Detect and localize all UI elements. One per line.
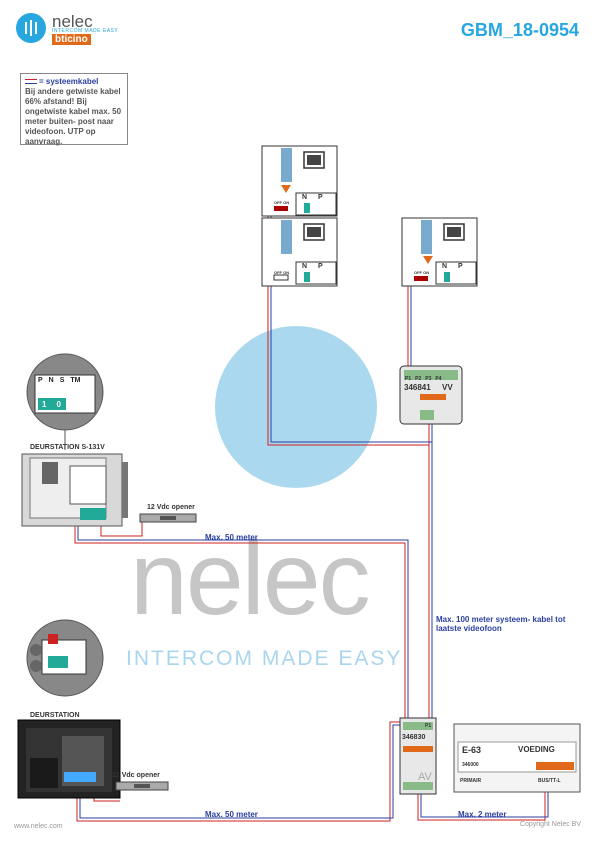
cable-label-max100: Max. 100 meter systeem- kabel tot laatst… — [436, 615, 566, 633]
monitor-1-switch: OFF ON — [274, 200, 290, 205]
terminal-p: P — [38, 377, 43, 384]
monitor-2-n: N — [302, 263, 308, 270]
legend-body: Bij andere getwiste kabel 66% afstand! B… — [25, 87, 122, 146]
interface-port: P1 — [425, 723, 432, 729]
videophone-3 — [401, 217, 478, 287]
legend-box: = systeemkabel Bij andere getwiste kabel… — [20, 73, 128, 146]
footer-website: www.nelec.com — [14, 823, 63, 830]
door-station-2-detail — [26, 619, 104, 697]
monitor-2-switch: OFF ON — [274, 270, 290, 275]
logo-tagline: INTERCOM MADE EASY — [52, 28, 119, 34]
door-station-1-label: DEURSTATION S-131V — [30, 444, 105, 451]
door-switch-values: 1 0 — [42, 400, 61, 409]
monitor-2-p: P — [318, 263, 323, 270]
document-code: GBM_18-0954 — [460, 20, 579, 40]
power-supply — [453, 723, 581, 793]
cable-swatch-icon — [25, 79, 37, 85]
distributor-model: 346841 — [404, 383, 431, 392]
videophone-2 — [261, 217, 338, 287]
interface-badge: AV — [418, 771, 432, 783]
cable-label-max50-top: Max. 50 meter — [205, 533, 258, 542]
door-terminal-labels: P N S TM — [38, 377, 81, 384]
interface-model: 346830 — [402, 734, 426, 741]
nelec-logo-icon — [16, 13, 46, 43]
bticino-logo: bticino — [52, 34, 91, 45]
monitor-1-n: N — [302, 194, 308, 201]
door-station-2-label: DEURSTATION — [30, 712, 80, 719]
opener-1-label: 12 Vdc opener — [147, 504, 195, 511]
psu-primary: PRIMAIR — [460, 778, 482, 784]
monitor-3-n: N — [442, 263, 448, 270]
door-opener-1 — [139, 513, 197, 523]
switch-value-1: 1 — [42, 400, 47, 409]
psu-label: VOEDING — [518, 745, 555, 754]
monitor-3-switch: OFF ON — [414, 270, 430, 275]
door-station-2 — [17, 719, 121, 799]
port-p1: P1 — [405, 376, 412, 382]
opener-2-label: 12 Vdc opener — [112, 772, 160, 779]
terminal-s: S — [59, 377, 65, 384]
terminal-n: N — [48, 377, 54, 384]
videophone-1 — [261, 145, 338, 217]
door-station-1-detail — [26, 353, 104, 450]
door-opener-2 — [115, 781, 169, 791]
monitor-3-p: P — [458, 263, 463, 270]
psu-model: E-63 — [462, 745, 482, 755]
footer-copyright: Copyright Nelec BV — [519, 821, 581, 828]
terminal-tm: TM — [70, 377, 81, 384]
port-p2: P2 — [415, 376, 422, 382]
cable-label-max2: Max. 2 meter — [458, 810, 507, 819]
psu-bus: BUS/TT-L — [538, 778, 561, 784]
distributor-ports: P1 P2 P3 P4 — [405, 376, 442, 382]
video-distributor — [399, 365, 463, 425]
monitor-1-p: P — [318, 194, 323, 201]
port-p3: P3 — [425, 376, 432, 382]
watermark-subtitle: INTERCOM MADE EASY — [126, 647, 403, 670]
distributor-code: VV — [442, 383, 453, 392]
legend-title: = systeemkabel — [39, 77, 99, 86]
door-station-1 — [21, 453, 128, 527]
port-p4: P4 — [435, 376, 442, 382]
watermark-logo — [215, 326, 377, 488]
logo-name: nelec — [52, 12, 93, 31]
psu-code: 346000 — [462, 762, 479, 768]
audio-video-interface — [399, 717, 437, 795]
switch-value-0: 0 — [56, 400, 61, 409]
cable-label-max50-bottom: Max. 50 meter — [205, 810, 258, 819]
